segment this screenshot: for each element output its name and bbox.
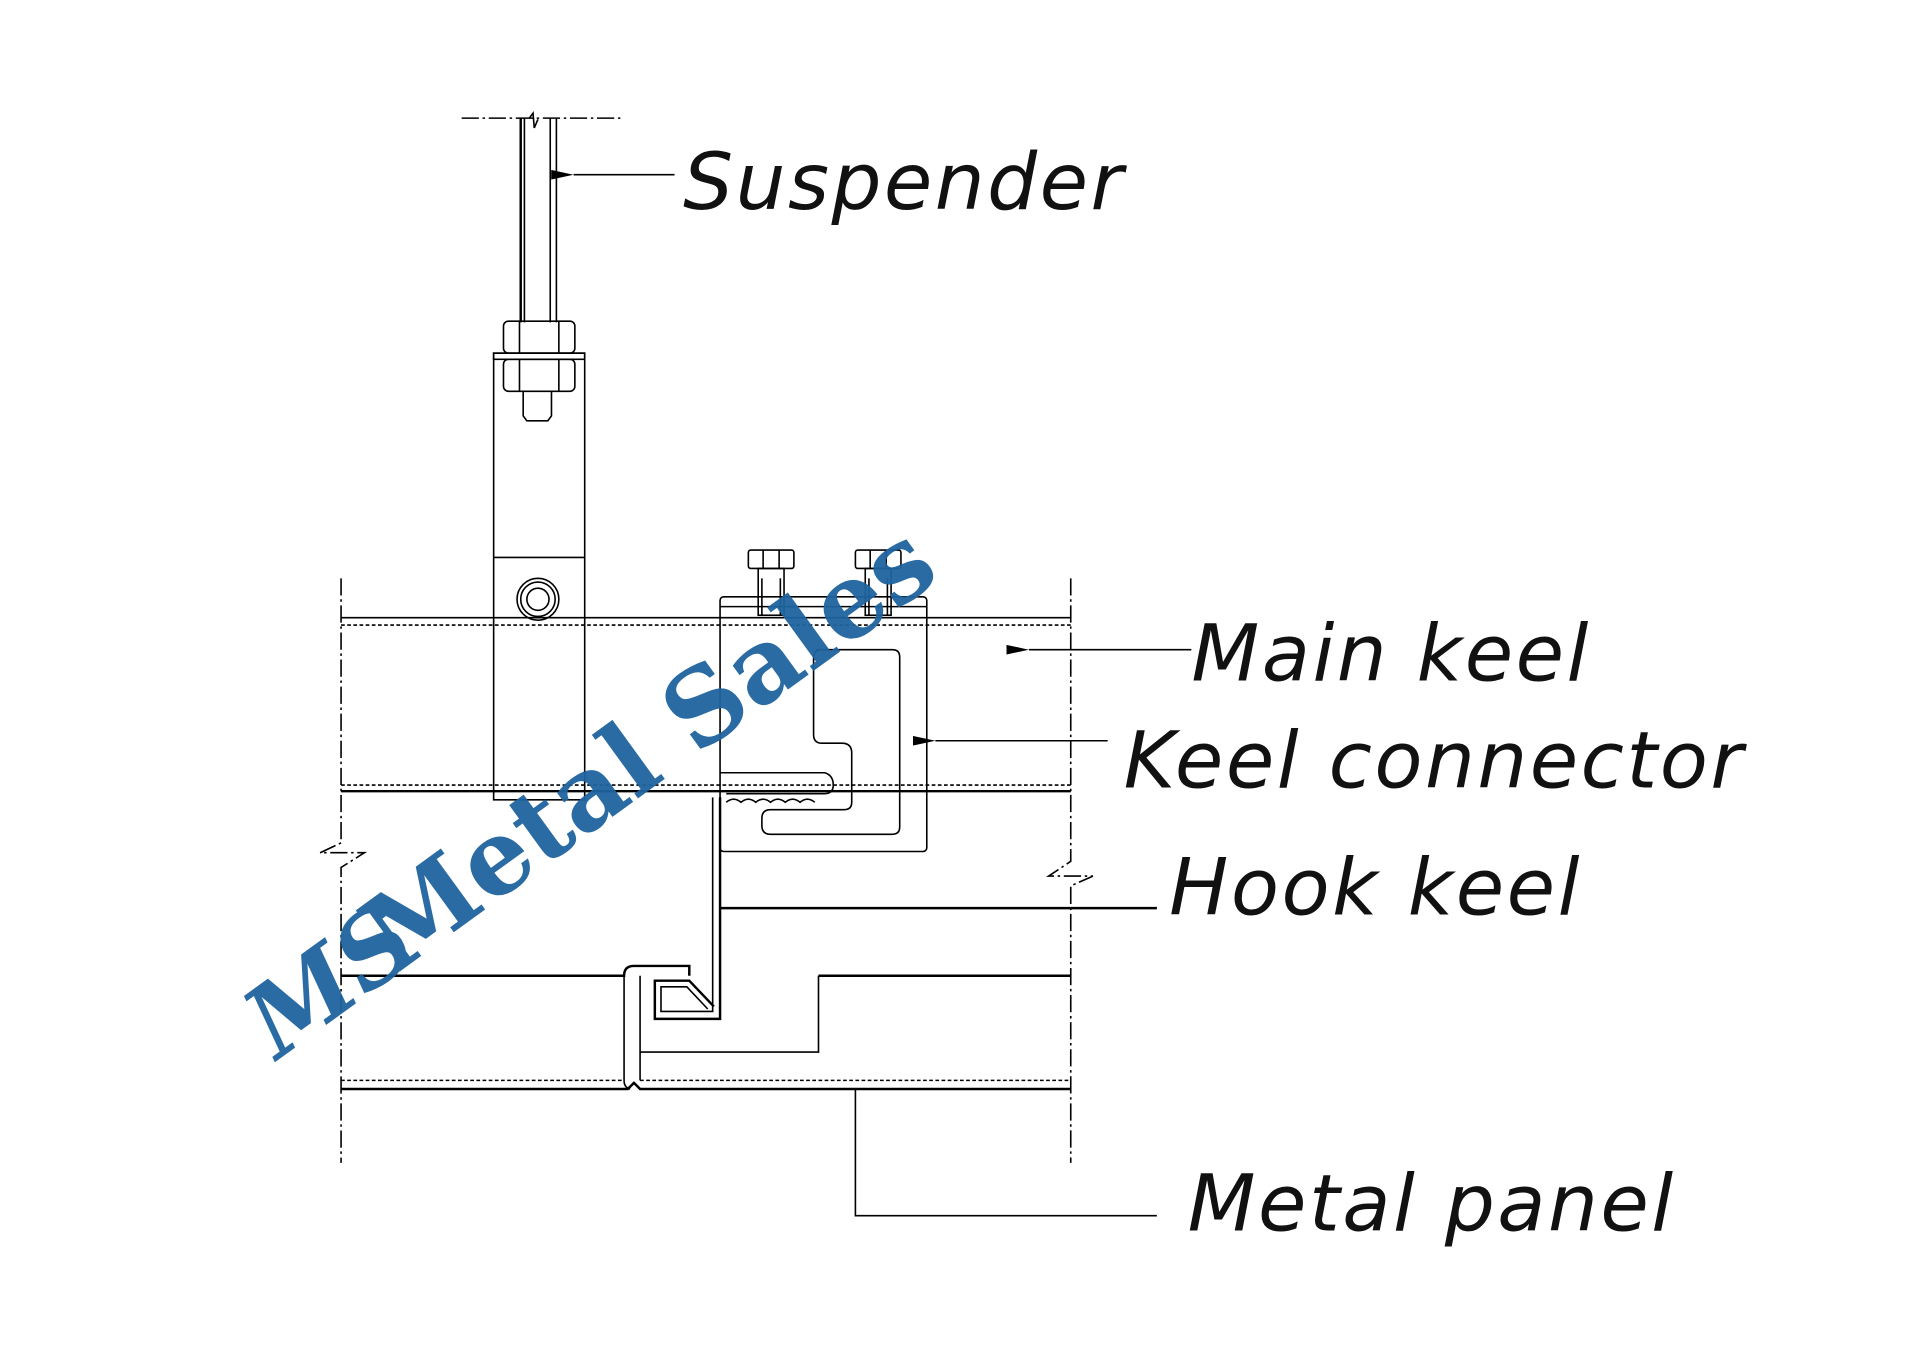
metal-panel-leader xyxy=(854,1088,1157,1217)
suspender-bracket xyxy=(492,352,586,801)
label-hook-keel: Hook keel xyxy=(1169,841,1582,933)
label-metal-panel: Metal panel xyxy=(1188,1157,1676,1249)
suspender-nuts xyxy=(492,320,586,422)
label-suspender: Suspender xyxy=(683,136,1127,228)
section-boundaries xyxy=(319,578,1094,1163)
connector-bolts xyxy=(747,549,902,617)
label-main-keel: Main keel xyxy=(1191,607,1591,699)
keel-connector xyxy=(719,595,928,853)
label-keel-connector: Keel connector xyxy=(1124,715,1748,807)
main-keel xyxy=(341,616,1071,793)
watermark-text: Metal Sales xyxy=(340,499,957,994)
suspender-rod xyxy=(461,111,622,323)
hook-keel xyxy=(653,797,1157,1021)
metal-panels xyxy=(341,964,1071,1091)
